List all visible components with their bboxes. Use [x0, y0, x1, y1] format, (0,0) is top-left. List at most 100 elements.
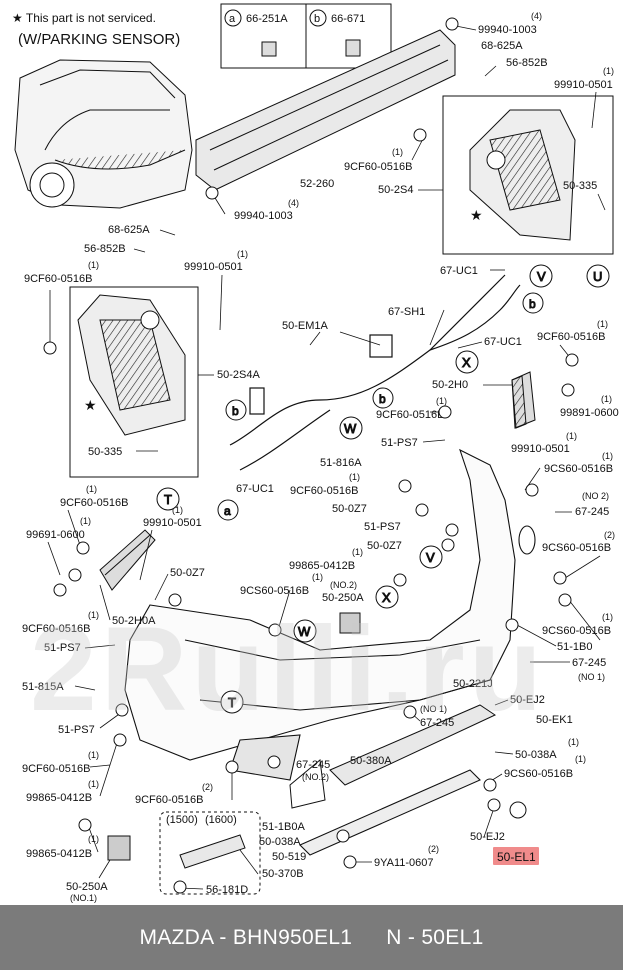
- callout-v-top: V: [537, 269, 546, 284]
- label-p56-qty: (NO.2): [302, 772, 329, 782]
- label-p42-qty: (1): [88, 610, 99, 620]
- label-p1-qty: (4): [531, 11, 542, 21]
- label-p53-qty: (NO 1): [420, 704, 447, 714]
- label-p2: 68-625A: [481, 40, 523, 52]
- label-p59-qty: (1): [575, 754, 586, 764]
- label-p32: 9CF60-0516B: [60, 497, 129, 509]
- side-bracket-left: [99, 529, 156, 591]
- parts-diagram: ★ This part is not serviced. (W/PARKING …: [12, 3, 619, 903]
- label-p12: 99910-0501: [184, 261, 243, 273]
- upper-right-bracket-box: ★: [442, 95, 614, 255]
- label-p58: 99865-0412B: [26, 792, 92, 804]
- left-bracket-box: ★: [69, 286, 199, 478]
- label-p46: 51-PS7: [44, 642, 81, 654]
- label-p67: 50-EJ2: [470, 831, 505, 843]
- label-p12-qty: (1): [237, 249, 248, 259]
- label-p20: 9CF60-0516B: [537, 331, 606, 343]
- callout-w-lower: W: [298, 624, 311, 639]
- callout-v-lower: V: [426, 550, 435, 565]
- label-p15: 50-335: [88, 446, 122, 458]
- callout-a-1: a: [224, 504, 231, 518]
- label-p27: 51-816A: [320, 457, 362, 469]
- legend-box: a 66-251A b 66-671: [220, 3, 392, 69]
- label-p44: 9CS60-0516B: [542, 625, 611, 637]
- label-p56: 67-245: [296, 759, 330, 771]
- label-p54-qty: (1): [88, 750, 99, 760]
- label-p11: 56-852B: [84, 243, 126, 255]
- label-p13-qty: (1): [88, 260, 99, 270]
- car-rear-view: [14, 59, 193, 209]
- label-p35: 51-PS7: [364, 521, 401, 533]
- label-p5: 9CF60-0516B: [344, 161, 413, 173]
- label-p29: 50-0Z7: [332, 503, 367, 515]
- label-p48: 51-815A: [22, 681, 64, 693]
- label-p9-qty: (4): [288, 198, 299, 208]
- label-p22: 99891-0600: [560, 407, 619, 419]
- label-p44-qty: (1): [602, 612, 613, 622]
- label-p40: 9CS60-0516B: [240, 585, 309, 597]
- label-p28: 9CF60-0516B: [290, 485, 359, 497]
- label-p33-qty: (1): [80, 516, 91, 526]
- label-p58-qty: (1): [88, 779, 99, 789]
- label-p14: 50-2S4A: [217, 369, 260, 381]
- label-p7: 50-2S4: [378, 184, 413, 196]
- label-p34: 99910-0501: [143, 517, 202, 529]
- label-p24: 99910-0501: [511, 443, 570, 455]
- label-p65: 50-519: [272, 851, 306, 863]
- callout-b-1: b: [529, 297, 536, 311]
- label-p18: 50-EM1A: [282, 320, 329, 332]
- label-p53: 67-245: [420, 717, 454, 729]
- label-p63: 51-1B0A: [262, 821, 305, 833]
- label-p42: 9CF60-0516B: [22, 623, 91, 635]
- label-p25: 51-PS7: [381, 437, 418, 449]
- label-p43: 50-2H0A: [112, 615, 156, 627]
- label-p24-qty: (1): [566, 431, 577, 441]
- label-p38: 99865-0412B: [289, 560, 355, 572]
- connector-a-icon: [261, 41, 277, 57]
- label-p70: 50-250A: [66, 881, 108, 893]
- callout-markers: V U b X b W b a T V X W T: [156, 264, 610, 714]
- header-note: ★ This part is not serviced.: [12, 11, 156, 25]
- callout-x-lower: X: [382, 590, 391, 605]
- label-p26: 9CS60-0516B: [544, 463, 613, 475]
- label-p57: 50-380A: [350, 755, 392, 767]
- fasteners: [43, 17, 579, 894]
- label-p68: 99865-0412B: [26, 848, 92, 860]
- label-p54: 9CF60-0516B: [22, 763, 91, 775]
- label-p37-qty: (2): [604, 530, 615, 540]
- label-p60-qty: (2): [202, 782, 213, 792]
- clip-left-lower: [107, 835, 131, 861]
- label-p30-qty: (NO 2): [582, 491, 609, 501]
- legend-a-key: a: [229, 13, 236, 25]
- label-p13: 9CF60-0516B: [24, 273, 93, 285]
- footer-part-code: N - 50EL1: [386, 925, 484, 949]
- part-labels: 99940-1003 (4) 68-625A 56-852B 99910-050…: [22, 11, 619, 903]
- legend-b-part: 66-671: [331, 13, 365, 25]
- label-p66: 9YA11-0607: [374, 857, 434, 869]
- label-p3: 56-852B: [506, 57, 548, 69]
- svg-text:★: ★: [470, 207, 483, 223]
- header-condition: (W/PARKING SENSOR): [18, 31, 180, 48]
- label-p10: 68-625A: [108, 224, 150, 236]
- label-p31: 67-UC1: [236, 483, 274, 495]
- label-p39: 50-0Z7: [170, 567, 205, 579]
- legend-b-key: b: [314, 13, 320, 25]
- label-p55: 50-038A: [515, 749, 557, 761]
- label-p4: 99910-0501: [554, 79, 613, 91]
- callout-b-3: b: [232, 404, 239, 418]
- label-p16: 67-UC1: [440, 265, 478, 277]
- label-p32-qty: (1): [86, 484, 97, 494]
- label-p52: 50-EK1: [536, 714, 573, 726]
- legend-a-part: 66-251A: [246, 13, 288, 25]
- label-p37: 9CS60-0516B: [542, 542, 611, 554]
- label-p23-qty: (1): [436, 396, 447, 406]
- label-p30: 67-245: [575, 506, 609, 518]
- callout-t-lower: T: [228, 695, 236, 710]
- label-p1: 99940-1003: [478, 24, 537, 36]
- highlighted-part-label[interactable]: 50-EL1: [493, 847, 539, 865]
- label-p4-qty: (1): [603, 66, 614, 76]
- label-p66-qty: (2): [428, 844, 439, 854]
- label-p8: 50-335: [563, 180, 597, 192]
- label-p22-qty: (1): [601, 394, 612, 404]
